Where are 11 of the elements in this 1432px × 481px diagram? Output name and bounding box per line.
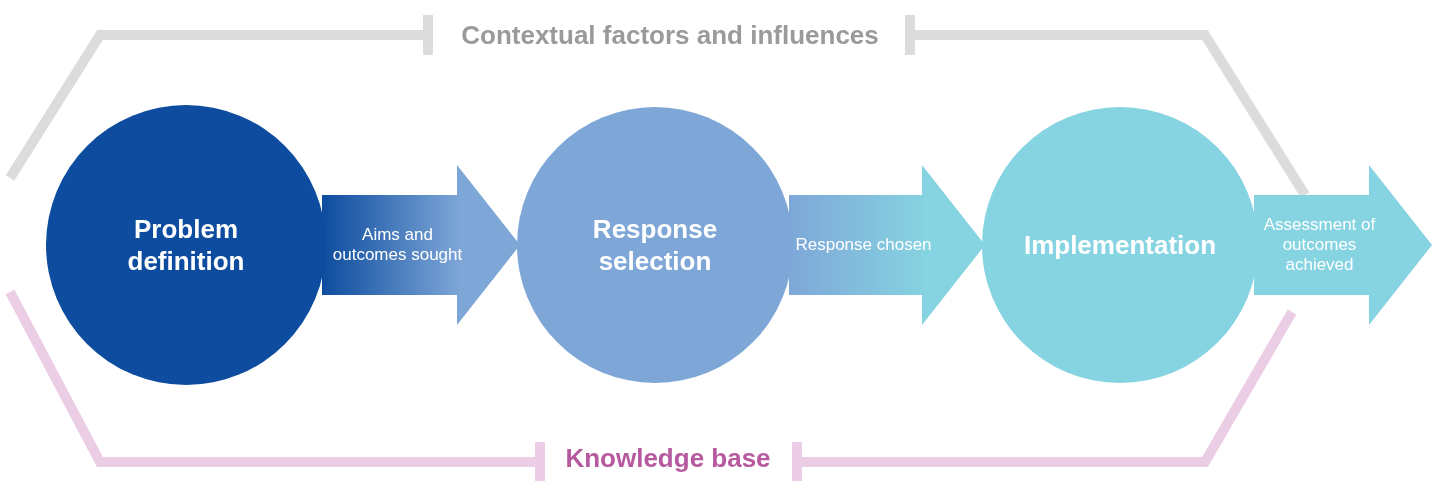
edge-label: Response chosen — [795, 235, 932, 255]
step-title: Response selection — [591, 213, 719, 277]
edge-label: Aims and outcomes sought — [331, 225, 464, 265]
step-title: Implementation — [1023, 229, 1217, 261]
block-arrow — [1254, 165, 1432, 325]
block-arrow — [789, 165, 985, 325]
block-arrow — [322, 165, 520, 325]
step-title: Problem definition — [126, 213, 246, 277]
section-label: Knowledge base — [565, 443, 771, 473]
edge-label: Assessment of outcomes achieved — [1262, 215, 1377, 275]
section-label: Contextual factors and influences — [461, 20, 879, 50]
